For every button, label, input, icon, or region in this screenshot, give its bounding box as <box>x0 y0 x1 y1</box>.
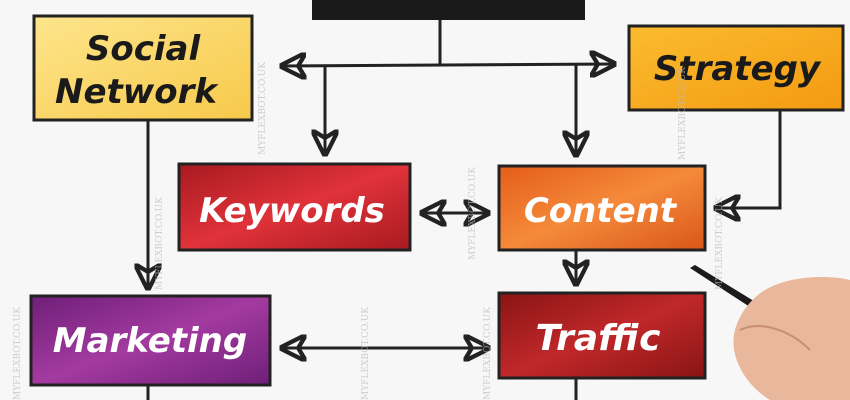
connector-strategy-to-content <box>716 108 782 208</box>
node-keywords: Keywords <box>177 162 412 252</box>
watermark-5: MYFLEXBOT.CO.UK <box>468 167 478 260</box>
watermark-6: MYFLEXBOT.CO.UK <box>483 307 493 400</box>
watermarks: MYFLEXBOT.CO.UK MYFLEXBOT.CO.UK MYFLEXBO… <box>13 62 725 400</box>
watermark-4: MYFLEXBOT.CO.UK <box>361 307 371 400</box>
top-node <box>312 0 585 20</box>
marketing-label: Marketing <box>53 321 247 361</box>
connectors <box>148 18 782 400</box>
watermark-1: MYFLEXBOT.CO.UK <box>155 197 165 290</box>
watermark-2: MYFLEXBOT.CO.UK <box>13 307 23 400</box>
connector-main-horizontal <box>282 64 614 66</box>
watermark-3: MYFLEXBOT.CO.UK <box>258 62 268 155</box>
watermark-8: MYFLEXBOT.CO.UK <box>715 197 725 290</box>
node-content: Content <box>497 164 707 252</box>
content-label: Content <box>524 191 678 231</box>
traffic-label: Traffic <box>536 318 661 359</box>
strategy-label: Strategy <box>654 49 822 89</box>
node-strategy: Strategy <box>627 24 845 112</box>
hand-icon <box>733 277 850 400</box>
social-label-line2: Network <box>55 72 219 112</box>
keywords-label: Keywords <box>199 191 385 231</box>
node-social-network: Social Network <box>32 14 254 122</box>
node-marketing: Marketing <box>29 294 272 387</box>
hand-with-pen <box>690 265 850 400</box>
node-traffic: Traffic <box>497 291 707 380</box>
watermark-7: MYFLEXBOT.CO.UK <box>678 67 688 160</box>
social-label-line1: Social <box>86 29 202 69</box>
